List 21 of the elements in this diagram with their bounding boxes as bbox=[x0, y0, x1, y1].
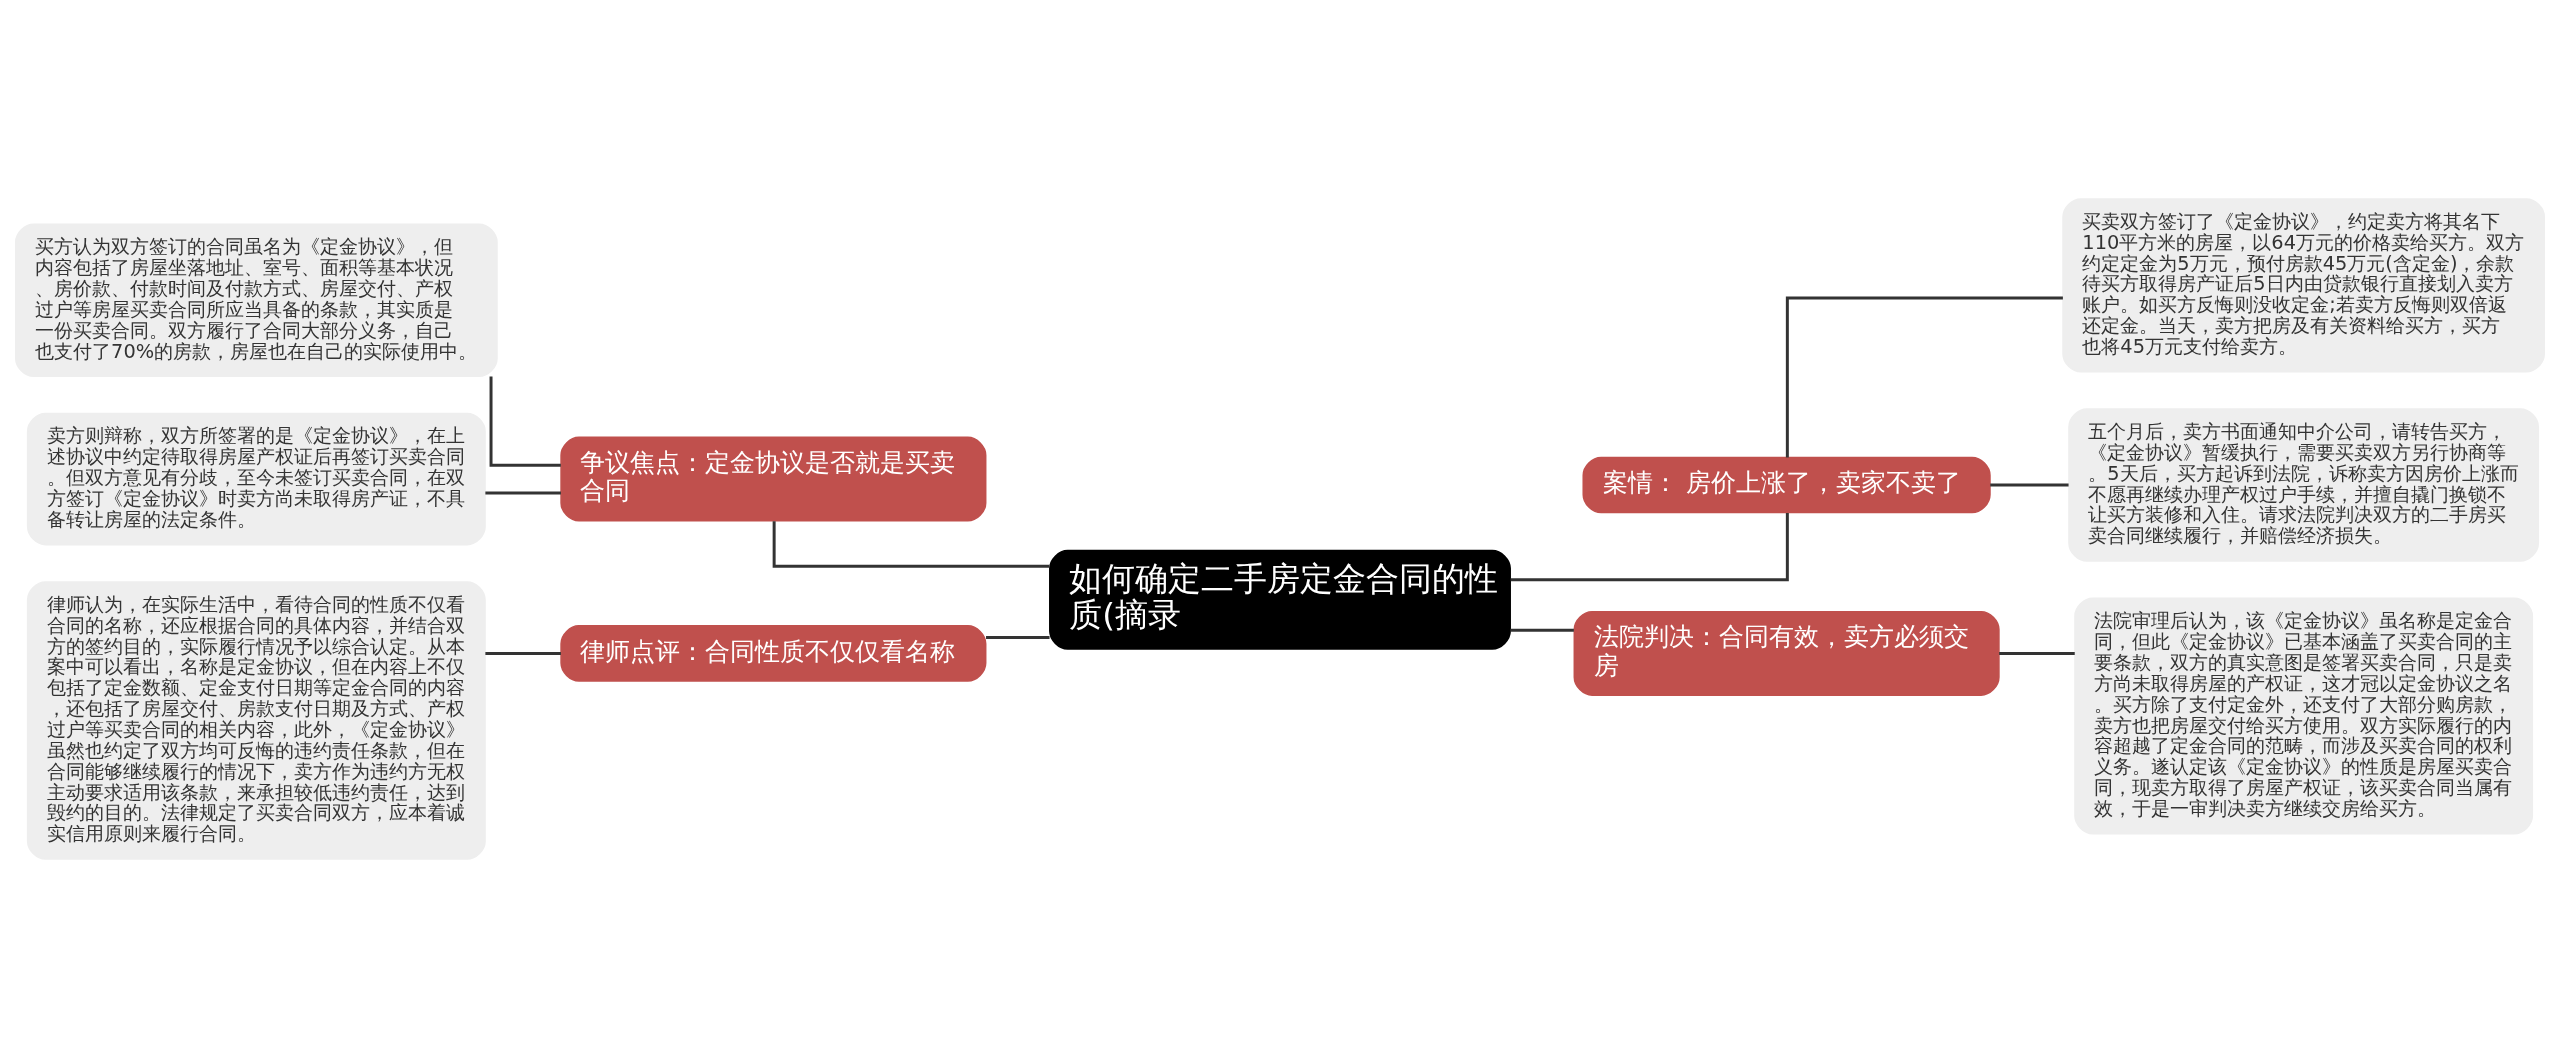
connector bbox=[1999, 651, 2075, 655]
node-box: 五个月后，卖方书面通知中介公司，请转告买方，《定金协议》暂缓执行，需要买卖双方另行协商等。5天后，买方起诉到法院，诉称卖方因房价上涨而不愿再继续办理产权过户手续，并擅自撬门换锁不让买方装修和入住。请求法院判决双方的二手房买卖合同继续履行，并赔偿经济损失。 bbox=[2068, 407, 2540, 562]
connector bbox=[772, 520, 1050, 568]
node-box: 法院审理后认为，该《定金协议》虽名称是定金合同，但此《定金协议》已基本涵盖了买卖合同的主要条款，双方的真实意图是签署买卖合同，只是卖方尚未取得房屋的产权证，这才冠以定金协议之名。买方除了支付定金外，还支付了大部分购房款，卖方也把房屋交付给买方使用。双方实际履行的内容超越了定金合同的范畴，而涉及买卖合同的权利义务。遂认定该《定金协议》的性质是房屋买卖合同，现卖方取得了房屋产权证，该买卖合同当属有效，于是一审判决卖方继续交房给买方。 bbox=[2074, 597, 2534, 834]
connector bbox=[1990, 483, 2069, 487]
node-box: 法院判决：合同有效，卖方必须交房 bbox=[1573, 610, 2000, 696]
connector bbox=[1510, 628, 1574, 632]
connector bbox=[986, 635, 1050, 639]
connector bbox=[485, 491, 561, 494]
connector bbox=[1510, 512, 1789, 581]
connector bbox=[485, 651, 561, 655]
node-box: 卖方则辩称，双方所签署的是《定金协议》，在上述协议中约定待取得房屋产权证后再签订买卖合同。但双方意见有分歧，至今未签订买卖合同，在双方签订《定金协议》时卖方尚未取得房产证，不具备转让房屋的法定条件。 bbox=[26, 412, 486, 545]
connector bbox=[1785, 296, 2063, 457]
node-box: 买方认为双方签订的合同虽名为《定金协议》，但内容包括了房屋坐落地址、室号、面积等基本状况、房价款、付款时间及付款方式、房屋交付、产权过户等房屋买卖合同所应当具备的条款，其实质是一份买卖合同。双方履行了合同大部分义务，自己也支付了70%的房款，房屋也在自己的实际使用中。 bbox=[14, 223, 498, 377]
node-box: 案情： 房价上涨了，卖家不卖了 bbox=[1582, 456, 1991, 513]
node-box: 律师点评：合同性质不仅仅看名称 bbox=[560, 624, 987, 682]
connector bbox=[489, 375, 561, 467]
node-box: 争议焦点：定金协议是否就是买卖合同 bbox=[560, 436, 987, 522]
node-box: 如何确定二手房定金合同的性质(摘录 bbox=[1049, 549, 1511, 650]
node-box: 买卖双方签订了《定金协议》，约定卖方将其名下110平方米的房屋，以64万元的价格卖给买方。双方约定定金为5万元，预付房款45万元(含定金)，余款待买方取得房产证后5日内由贷款银行直接划入卖方账户。如买方反悔则没收定金;若卖方反悔则双倍返还定金。当天，卖方把房及有关资料给买方，买方也将45万元支付给卖方。 bbox=[2062, 197, 2546, 373]
node-box: 律师认为，在实际生活中，看待合同的性质不仅看合同的名称，还应根据合同的具体内容，并结合双方的签约目的，实际履行情况予以综合认定。从本案中可以看出，名称是定金协议，但在内容上不仅包括了定金数额、定金支付日期等定金合同的内容，还包括了房屋交付、房款支付日期及方式、产权过户等买卖合同的相关内容，此外，《定金协议》虽然也约定了双方均可反悔的违约责任条款，但在合同能够继续履行的情况下，卖方作为违约方无权主动要求适用该条款，来承担较低违约责任，达到毁约的目的。法律规定了买卖合同双方，应本着诚实信用原则来履行合同。 bbox=[26, 580, 486, 860]
